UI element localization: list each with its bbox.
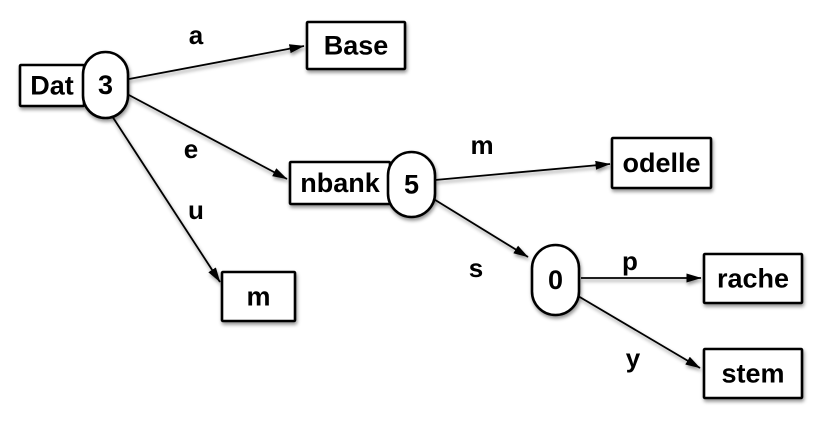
node-stem-rect [702,347,804,400]
edge-label-n0-to-stem: y [626,343,641,373]
node-stem-label: stem [721,359,784,389]
edge-n3-to-base [128,44,305,80]
edge-n3-to-nbank [126,93,288,180]
node-n5-label: 5 [404,170,419,200]
node-base-label: Base [324,31,389,61]
node-n0-stadium [530,243,581,317]
edges-layer [111,44,702,369]
node-n0-label: 0 [548,265,563,295]
edge-label-n0-to-rache: p [622,246,638,276]
edge-n5-to-n0 [431,197,529,258]
labels-layer: a e u m s p y Dat 3 Base nbank 5 m odelle 0 rache stem [30,20,789,389]
edge-label-n5-to-n0: s [469,253,483,283]
node-rache-label: rache [717,264,789,294]
edge-n3-to-m [111,115,221,283]
node-nbank-label: nbank [300,168,380,198]
node-dat-label: Dat [30,71,74,101]
nodes-layer [18,20,804,400]
edge-label-n3-to-nbank: e [184,134,198,164]
node-n3-stadium [81,50,130,120]
node-base-rect [305,20,407,71]
node-n5-stadium [386,150,437,219]
node-m-rect [220,270,297,323]
edge-label-n5-to-odelle: m [470,130,493,160]
node-rache-rect [702,252,804,305]
edge-label-n3-to-base: a [189,20,204,50]
node-n3-label: 3 [98,70,113,100]
node-m-label: m [246,282,270,312]
edge-label-n3-to-m: u [188,195,204,225]
node-odelle-label: odelle [622,148,700,178]
edge-n5-to-odelle [434,160,611,181]
node-odelle-rect [610,136,713,190]
edge-n0-to-stem [577,295,701,369]
